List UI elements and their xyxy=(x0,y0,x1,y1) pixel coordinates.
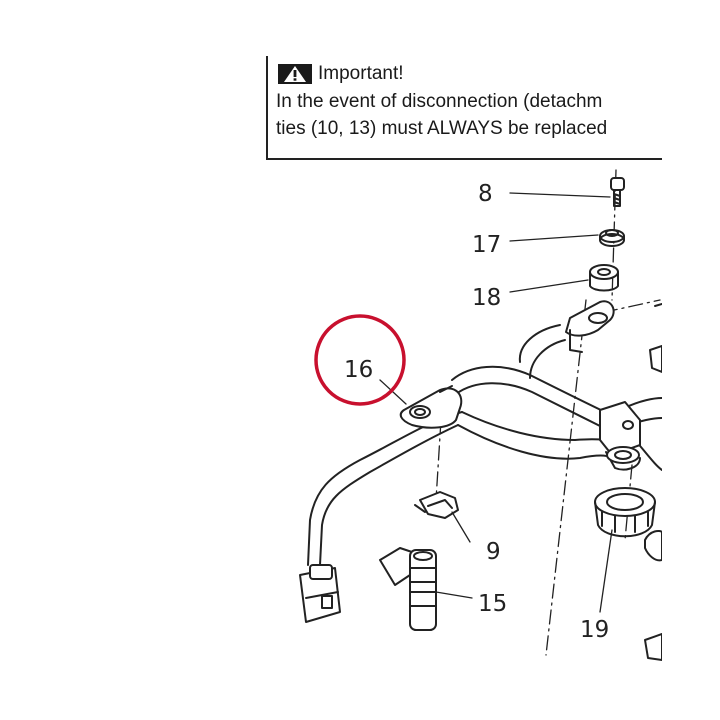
warning-triangle-icon xyxy=(278,64,312,84)
part-19-ring-nut xyxy=(594,487,656,538)
callout-17: 17 xyxy=(472,232,501,258)
part-18-bracket xyxy=(565,300,615,353)
part-9-clip xyxy=(414,491,459,519)
important-notice: Important! In the event of disconnection… xyxy=(266,56,662,160)
part-18-grommet xyxy=(589,264,619,292)
part-17-washer xyxy=(599,229,625,247)
part-15-injector xyxy=(379,547,437,631)
fuel-pump-seal xyxy=(606,446,640,464)
callout-18: 18 xyxy=(472,285,501,311)
part-16-bracket xyxy=(399,385,463,429)
part-8-screw xyxy=(610,177,625,207)
hose-connector-plug xyxy=(299,564,341,623)
callout-8: 8 xyxy=(478,181,493,207)
notice-title: Important! xyxy=(318,63,404,84)
notice-line-2: ties (10, 13) must ALWAYS be replaced xyxy=(276,118,608,139)
callout-16: 16 xyxy=(344,357,373,383)
callout-leader-lines xyxy=(379,192,613,613)
callout-labels: 8 17 18 16 9 15 19 xyxy=(344,181,609,643)
notice-line-1: In the event of disconnection (detachm xyxy=(276,91,603,112)
callout-19: 19 xyxy=(580,617,609,643)
highlight-circle xyxy=(314,314,406,406)
partial-parts-right-edge xyxy=(644,303,662,661)
hose-clamp-right xyxy=(599,401,641,471)
callout-15: 15 xyxy=(478,591,507,617)
callout-9: 9 xyxy=(486,539,501,565)
notice-header: Important! xyxy=(278,62,404,86)
